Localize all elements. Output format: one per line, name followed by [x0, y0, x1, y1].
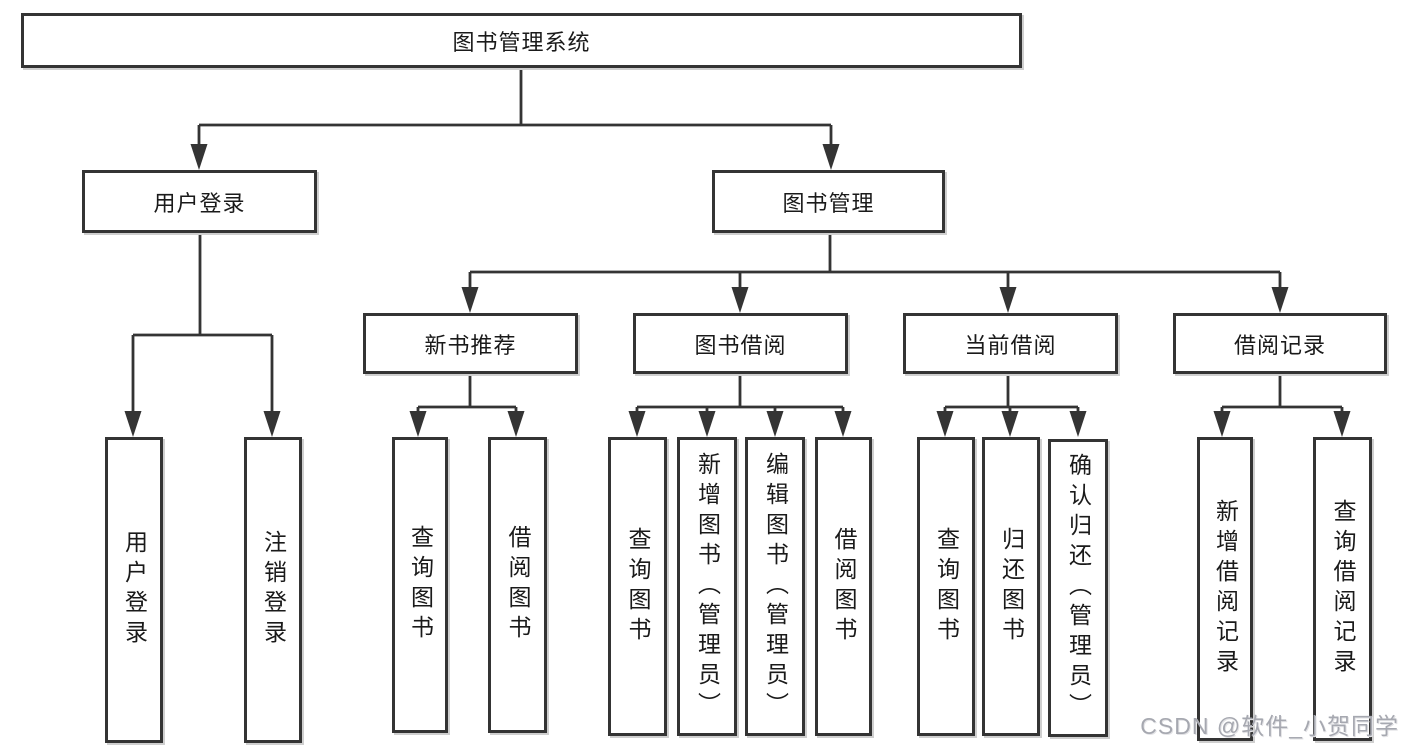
- leaf-add-borrow-record: 新增借阅记录: [1197, 437, 1253, 741]
- arrow-icon: [190, 144, 208, 170]
- arrow-icon: [1001, 411, 1019, 437]
- leaf-query-book-recommend: 查询图书: [392, 437, 448, 733]
- arrow-icon: [1069, 411, 1087, 437]
- leaf-query-book-current: 查询图书: [917, 437, 975, 736]
- node-current-borrow: 当前借阅: [903, 313, 1118, 374]
- arrow-icon: [698, 411, 716, 437]
- node-book-management: 图书管理: [712, 170, 945, 233]
- leaf-logout-login: 注销登录: [244, 437, 302, 743]
- arrow-icon: [507, 411, 525, 437]
- arrow-icon: [936, 411, 954, 437]
- leaf-borrow-book-recommend: 借阅图书: [488, 437, 547, 733]
- leaf-edit-book-admin: 编辑图书（管理员）: [745, 437, 805, 736]
- leaf-borrow-book: 借阅图书: [815, 437, 872, 736]
- arrow-icon: [1333, 411, 1351, 437]
- node-book-borrow: 图书借阅: [633, 313, 848, 374]
- csdn-watermark: CSDN @软件_小贺同学: [1140, 713, 1399, 739]
- arrow-icon: [766, 411, 784, 437]
- arrow-icon: [409, 411, 427, 437]
- leaf-query-book-borrow: 查询图书: [608, 437, 667, 736]
- arrow-icon: [628, 411, 646, 437]
- arrow-icon: [822, 144, 840, 170]
- leaf-return-book: 归还图书: [982, 437, 1040, 736]
- node-root-library-system: 图书管理系统: [21, 13, 1022, 68]
- arrow-icon: [834, 411, 852, 437]
- leaf-add-book-admin: 新增图书（管理员）: [677, 437, 737, 736]
- arrow-icon: [461, 287, 479, 313]
- node-new-book-recommend: 新书推荐: [363, 313, 578, 374]
- arrow-icon: [263, 411, 281, 437]
- arrow-icon: [999, 287, 1017, 313]
- arrow-icon: [1213, 411, 1231, 437]
- node-borrow-record: 借阅记录: [1173, 313, 1387, 374]
- arrow-icon: [1271, 287, 1289, 313]
- leaf-user-login: 用户登录: [105, 437, 163, 743]
- leaf-confirm-return-admin: 确认归还（管理员）: [1048, 439, 1108, 737]
- arrow-icon: [124, 411, 142, 437]
- arrow-icon: [731, 287, 749, 313]
- node-user-login: 用户登录: [82, 170, 317, 233]
- leaf-query-borrow-record: 查询借阅记录: [1313, 437, 1372, 741]
